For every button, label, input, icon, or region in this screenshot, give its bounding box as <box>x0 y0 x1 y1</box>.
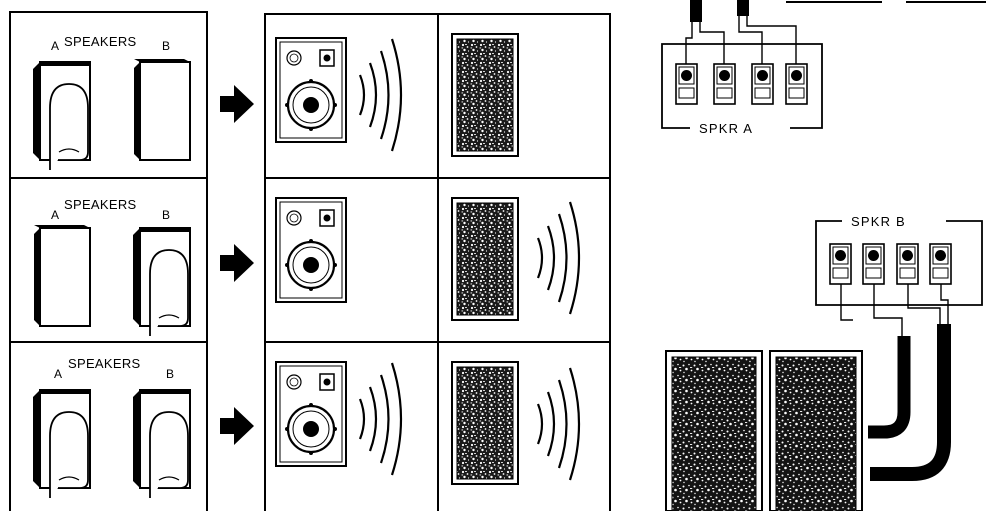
speaker-b-grille <box>452 362 518 484</box>
speaker-a-button[interactable] <box>34 225 90 326</box>
speaker-a-front <box>276 198 346 302</box>
speaker-b-button[interactable] <box>133 390 190 498</box>
arrow-icon <box>220 407 254 445</box>
speaker-b-grille <box>452 34 518 156</box>
sound-waves-icon <box>360 363 401 475</box>
spkr-a-label: SPKR A <box>699 121 753 136</box>
arrow-icon <box>220 85 254 123</box>
speakers-title: SPEAKERS <box>64 34 137 49</box>
speaker-a-front <box>276 362 346 466</box>
selector-row-1: SPEAKERS A B <box>33 34 190 170</box>
sound-waves-icon <box>538 202 579 314</box>
speaker-a-front <box>276 38 346 142</box>
speaker-b-button[interactable] <box>134 59 190 160</box>
spkr-a-terminal-block: SPKR A <box>662 0 986 136</box>
speaker-a-label: A <box>51 208 59 222</box>
speaker-b-pair <box>666 351 862 511</box>
selector-row-3: SPEAKERS A B <box>33 356 190 498</box>
arrow-icon <box>220 244 254 282</box>
sound-waves-icon <box>360 39 401 151</box>
speaker-b-label: B <box>166 367 174 381</box>
speakers-title: SPEAKERS <box>68 356 141 371</box>
selector-row-2: SPEAKERS A B <box>34 197 190 336</box>
speaker-a-label: A <box>51 39 59 53</box>
speaker-b-label: B <box>162 39 170 53</box>
sound-waves-icon <box>538 368 579 480</box>
speaker-a-button[interactable] <box>33 390 90 498</box>
speaker-a-button[interactable] <box>33 62 90 170</box>
speaker-b-grille <box>452 198 518 320</box>
speaker-b-button[interactable] <box>133 228 190 336</box>
speaker-a-label: A <box>54 367 62 381</box>
spkr-b-label: SPKR B <box>851 214 906 229</box>
speaker-b-label: B <box>162 208 170 222</box>
speakers-title: SPEAKERS <box>64 197 137 212</box>
